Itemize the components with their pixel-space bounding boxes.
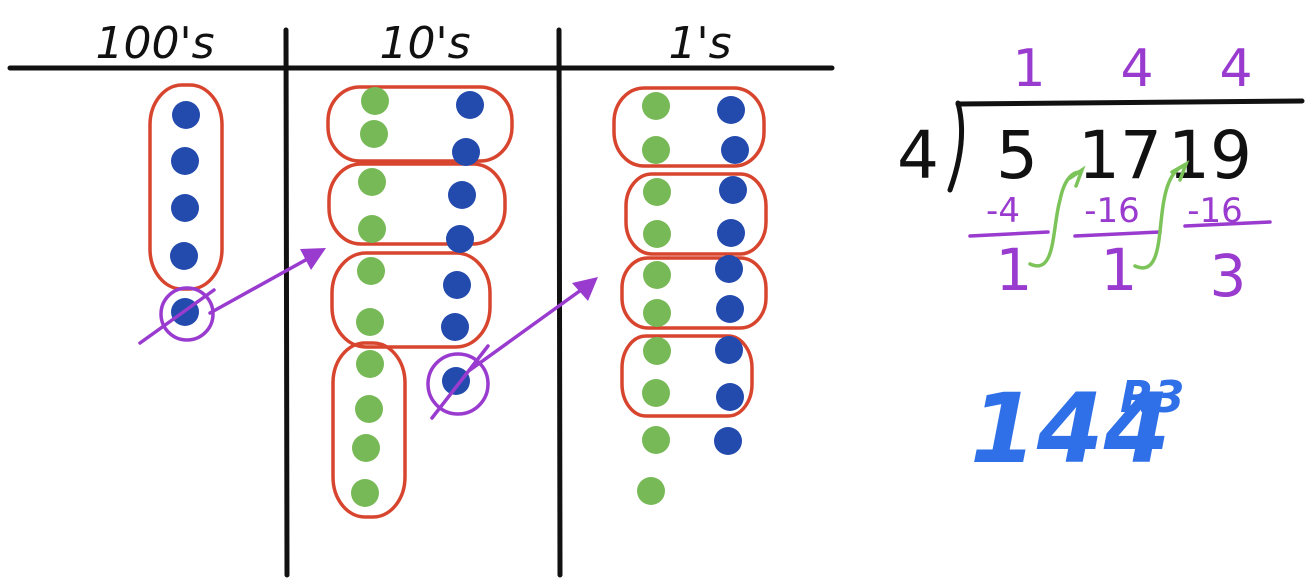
green-chip [642,379,670,407]
ones-group-outline-2 [624,172,768,256]
dividend-digit-tens: 17 [1078,117,1162,194]
arrow-head-icon [1068,165,1086,188]
blue-chip [442,367,470,395]
regroup-circle-tens [426,352,490,416]
green-chip [352,434,380,462]
green-chip [361,87,389,115]
blue-chip [717,219,745,247]
blue-chip [716,383,744,411]
answer-value: 144 [970,373,1170,485]
blue-chip [715,336,743,364]
difference-tens: 1 [1101,236,1138,304]
green-chip [643,261,671,289]
carry-arrows [1028,160,1190,270]
chart-divider-2 [556,27,563,578]
ones-group-outline-4 [620,334,754,418]
blue-chip [714,427,742,455]
blue-chip [446,225,474,253]
regroup-circle-hundreds [159,286,215,342]
blue-chip [719,176,747,204]
green-chip [642,136,670,164]
regroup-arrow-tens-to-ones [468,283,590,372]
arrow-head-icon [1170,160,1190,182]
blue-chip [170,242,198,270]
answer: 144 R3 [970,372,1185,485]
regroup-arrow-hundreds-to-tens [208,250,322,315]
header-tens: 10's [379,18,470,69]
cross-out-tens [430,344,490,420]
green-chip [643,220,671,248]
green-chip [642,426,670,454]
quotient-digit-hundreds: 1 [1012,39,1045,99]
green-chip [642,92,670,120]
blue-chip [171,147,199,175]
ones-chips [637,92,749,505]
tens-group-outline-3 [330,251,492,349]
hundreds-chips [170,101,200,326]
green-chip [355,395,383,423]
difference-ones: 3 [1210,242,1247,310]
green-chip [643,337,671,365]
header-ones: 1's [668,18,731,69]
blue-chip [171,194,199,222]
place-value-chart: 100's 10's 1's [7,18,835,578]
regroup-marks [138,248,598,420]
dividend-digit-hundreds: 5 [996,117,1038,194]
blue-chip [172,101,200,129]
subtraction-line-3 [1183,220,1272,228]
blue-chip [721,136,749,164]
blue-chip [456,91,484,119]
division-bracket [947,100,965,193]
green-chip [351,479,379,507]
subtraction-hundreds: -4 [986,191,1020,231]
green-chip [637,477,665,505]
tens-group-outline-1 [326,85,514,163]
blue-chip [716,295,744,323]
quotient-digit-ones: 4 [1219,39,1252,99]
subtraction-line-2 [1073,230,1162,238]
blue-chip [452,138,480,166]
blue-chip [441,313,469,341]
cross-out-hundreds [138,288,216,345]
answer-remainder: R3 [1120,372,1185,423]
difference-hundreds: 1 [996,236,1033,304]
green-chip [358,215,386,243]
green-chip [357,257,385,285]
green-chip [360,120,388,148]
subtraction-tens: -16 [1084,191,1140,231]
blue-chip [448,181,476,209]
arrow-head-icon [572,277,598,301]
header-hundreds: 100's [95,18,214,69]
divisor: 4 [897,117,939,194]
tens-chips [351,87,484,507]
ones-group-outline-1 [612,86,766,168]
subtraction-line-1 [968,230,1050,238]
green-chip [643,178,671,206]
green-chip [643,299,671,327]
blue-chip [715,255,743,283]
quotient-digit-tens: 4 [1120,39,1153,99]
dividend-digit-ones: 19 [1168,117,1252,194]
green-chip [358,168,386,196]
long-division: 1 4 4 4 5 17 19 -4 -16 -16 1 1 3 [897,39,1305,310]
tens-group-outline-4 [331,341,407,519]
ones-group-outline-3 [620,256,768,330]
division-bar [955,98,1305,107]
green-chip [356,350,384,378]
green-chip [356,308,384,336]
chart-divider-1 [283,27,290,578]
blue-chip [717,96,745,124]
tens-group-outline-2 [327,162,507,246]
arrow-head-icon [300,248,326,270]
blue-chip [443,271,471,299]
